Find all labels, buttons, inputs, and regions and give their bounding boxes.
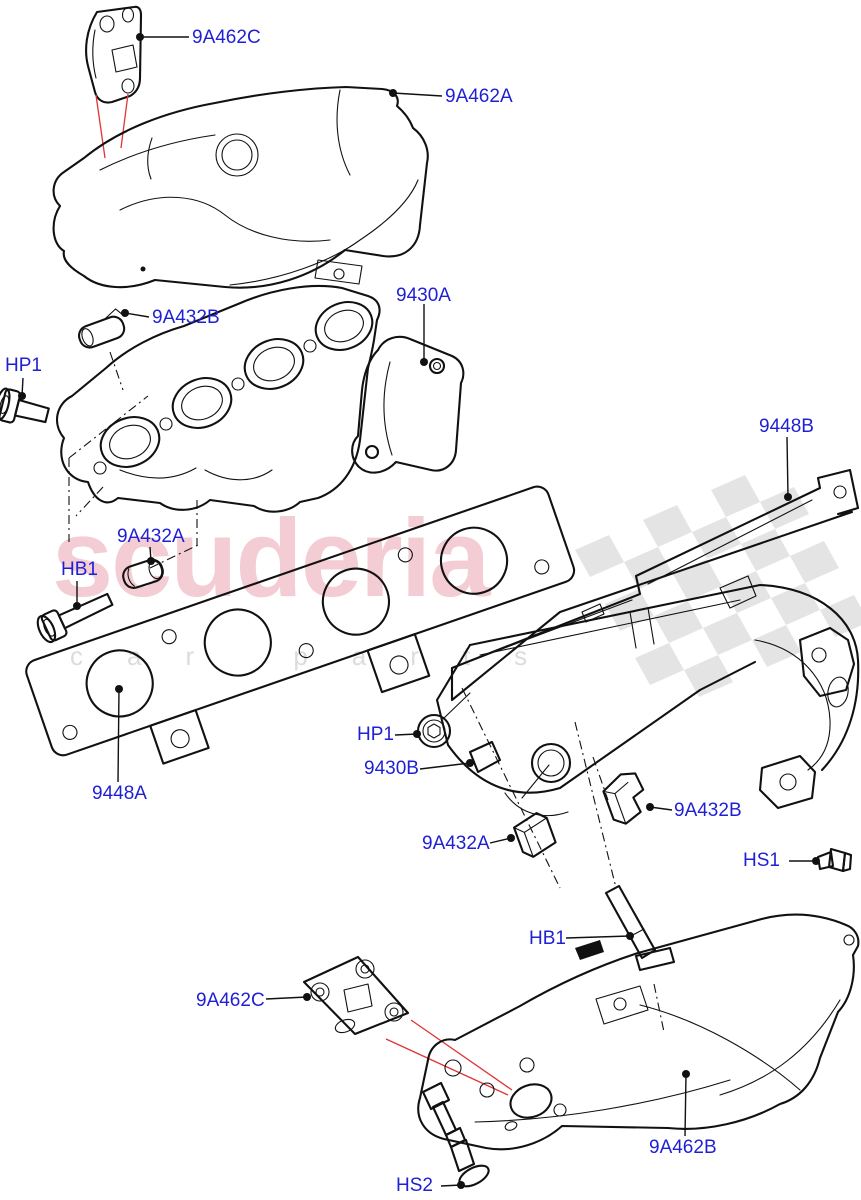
upper-heat-shield-drawing xyxy=(52,85,429,289)
callout-hb1-left[interactable]: HB1 xyxy=(61,559,98,580)
callout-9a462c-lower[interactable]: 9A462C xyxy=(196,990,265,1011)
callout-hp1-left[interactable]: HP1 xyxy=(5,355,42,376)
gasket-right-drawing xyxy=(450,468,860,702)
bolt-hp1-left-drawing xyxy=(0,387,50,424)
callout-9a432b-right[interactable]: 9A432B xyxy=(674,800,742,821)
stud-right-lower-drawing xyxy=(513,812,557,858)
callout-9a462c-upper[interactable]: 9A462C xyxy=(192,27,261,48)
watermark-brand: scuderia xyxy=(52,497,490,620)
manifold-right-drawing xyxy=(435,575,860,817)
bolt-hb1-left-drawing xyxy=(36,592,114,644)
lower-bracket-drawing xyxy=(302,955,410,1036)
leader-lines xyxy=(18,33,820,1189)
upper-stud-drawing xyxy=(78,308,126,349)
callout-9a432b-upper[interactable]: 9A432B xyxy=(152,307,220,328)
watermark-subtitle: car parts xyxy=(70,641,572,671)
screw-hs2-drawing xyxy=(421,1081,490,1188)
stud-right-upper-drawing xyxy=(602,772,645,825)
callout-9430b[interactable]: 9430B xyxy=(364,758,419,779)
callout-hp1-right[interactable]: HP1 xyxy=(357,724,394,745)
callout-9430a[interactable]: 9430A xyxy=(396,285,451,306)
screw-hs1-drawing xyxy=(816,847,853,873)
callout-9448a[interactable]: 9448A xyxy=(92,783,147,804)
callout-9a432a-right[interactable]: 9A432A xyxy=(422,833,490,854)
upper-bracket-drawing xyxy=(85,5,143,104)
callout-hs1[interactable]: HS1 xyxy=(743,850,780,871)
callout-9a462b[interactable]: 9A462B xyxy=(649,1137,717,1158)
gasket-left-drawing xyxy=(25,485,576,765)
lower-heat-shield-drawing xyxy=(417,913,860,1151)
callout-9a462a[interactable]: 9A462A xyxy=(445,86,513,107)
callout-9a432a-left[interactable]: 9A432A xyxy=(117,526,185,547)
manifold-left-drawing xyxy=(55,285,465,513)
callout-9448b[interactable]: 9448B xyxy=(759,416,814,437)
callout-hb1-right[interactable]: HB1 xyxy=(529,928,566,949)
callout-hs2[interactable]: HS2 xyxy=(396,1175,433,1196)
